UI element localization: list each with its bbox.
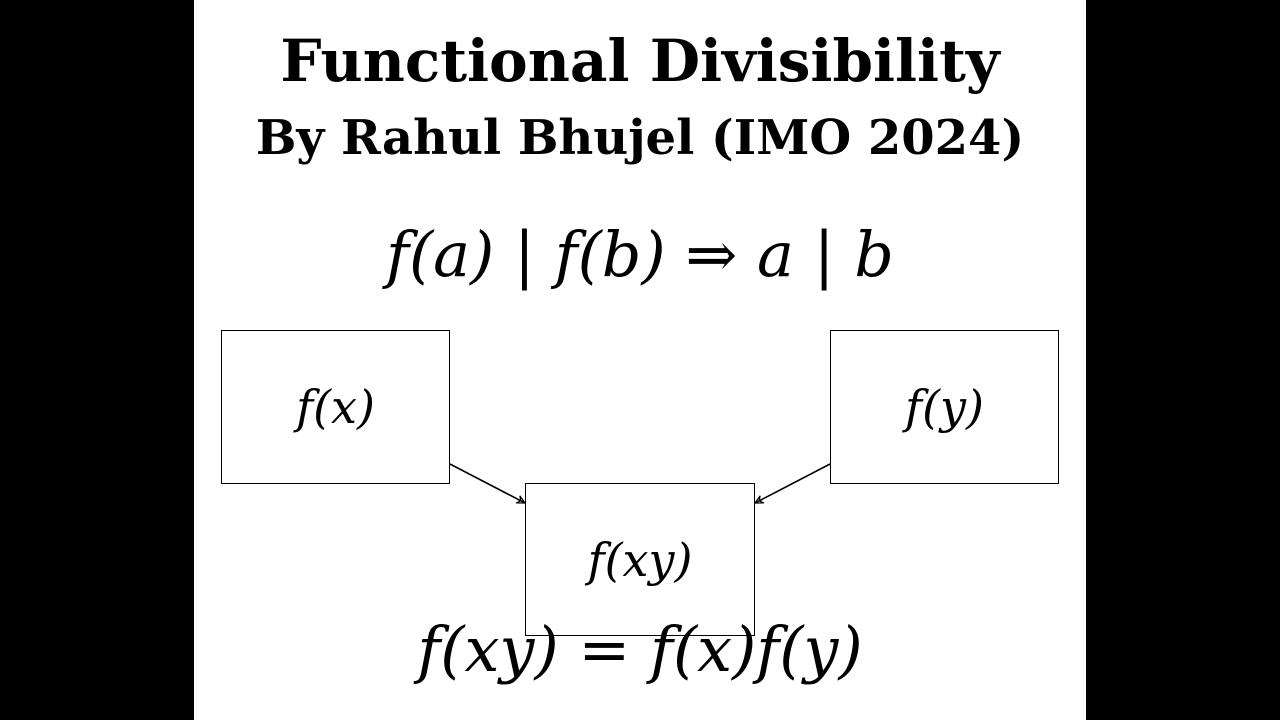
slide: Functional Divisibility By Rahul Bhujel … — [194, 0, 1086, 720]
node-fy: f(y) — [830, 330, 1059, 484]
node-fxy: f(xy) — [525, 483, 755, 636]
multiplicative-formula: f(xy) = f(x)f(y) — [417, 613, 863, 686]
node-fx: f(x) — [221, 330, 450, 484]
arrow-fy-to-fxy — [754, 463, 831, 504]
slide-title: Functional Divisibility — [280, 27, 1000, 95]
node-fy-label: f(y) — [905, 380, 984, 434]
node-fx-label: f(x) — [296, 380, 375, 434]
node-fxy-label: f(xy) — [587, 532, 693, 587]
slide-subtitle: By Rahul Bhujel (IMO 2024) — [255, 110, 1025, 166]
arrow-fx-to-fxy — [449, 463, 526, 504]
divisibility-formula: f(a) | f(b) ⇒ a | b — [386, 218, 894, 291]
